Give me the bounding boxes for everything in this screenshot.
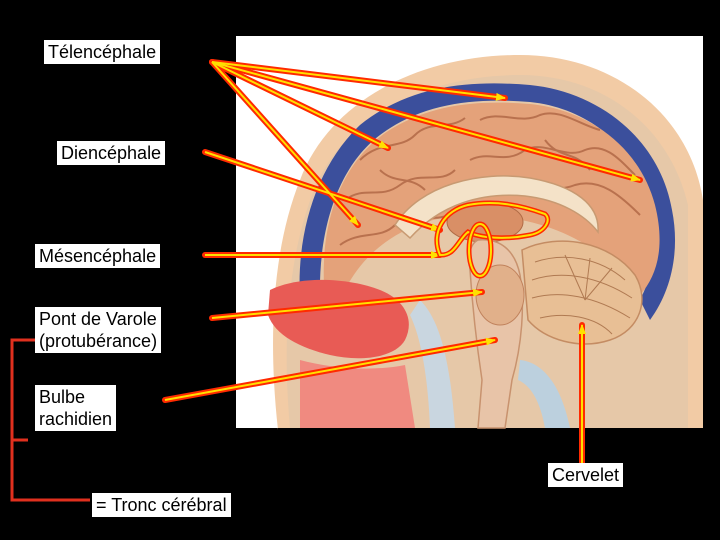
label-tronc-cerebral: = Tronc cérébral: [92, 493, 231, 517]
label-pont-line1: Pont de Varole: [39, 308, 157, 330]
label-pont-de-varole: Pont de Varole (protubérance): [35, 307, 161, 353]
label-diencephale: Diencéphale: [57, 141, 165, 165]
label-bulbe-line1: Bulbe: [39, 386, 112, 408]
label-cervelet: Cervelet: [548, 463, 623, 487]
label-mesencephale: Mésencéphale: [35, 244, 160, 268]
label-bulbe-line2: rachidien: [39, 408, 112, 430]
label-pont-line2: (protubérance): [39, 330, 157, 352]
label-telencephale: Télencéphale: [44, 40, 160, 64]
label-bulbe-rachidien: Bulbe rachidien: [35, 385, 116, 431]
